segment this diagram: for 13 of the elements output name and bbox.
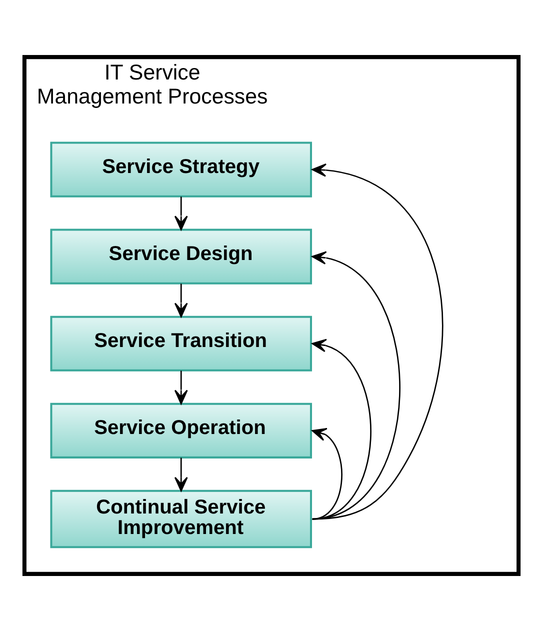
node-box: Continual Service Improvement — [50, 489, 312, 548]
arrow — [174, 370, 188, 404]
node-box: Service Transition — [50, 315, 312, 371]
arrow — [174, 196, 188, 230]
arrow — [312, 428, 342, 520]
arrow — [174, 457, 188, 491]
node-box: Service Operation — [50, 402, 312, 458]
arrow — [174, 283, 188, 317]
arrow — [312, 162, 444, 520]
node-box: Service Strategy — [50, 141, 312, 197]
arrow — [312, 250, 400, 520]
arrow — [312, 338, 372, 520]
node-box: Service Design — [50, 228, 312, 284]
